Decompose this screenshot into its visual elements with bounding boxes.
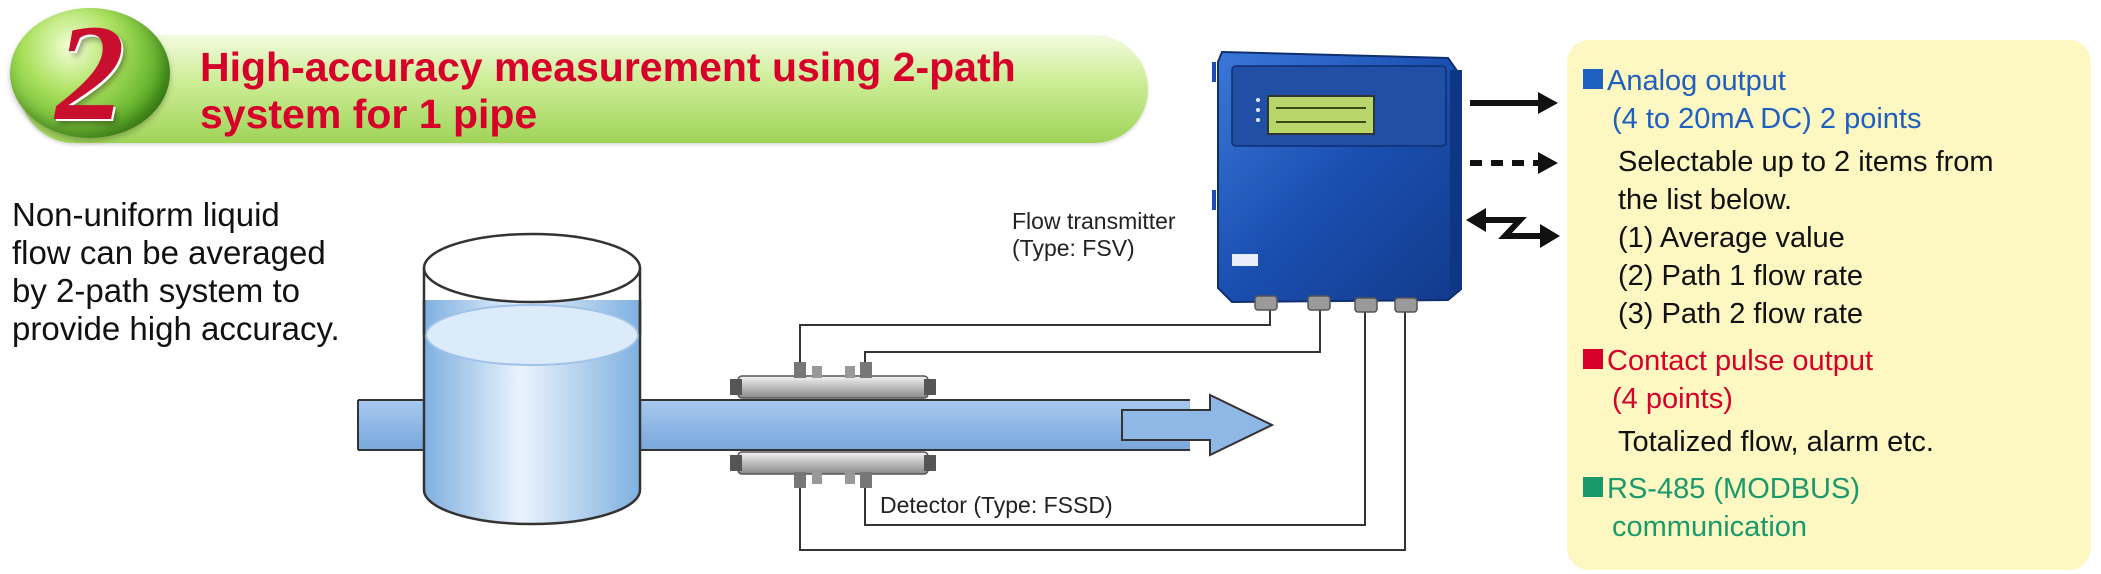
analog-output-detail: (2) Path 1 flow rate [1618, 260, 1863, 292]
pulse-output-detail: Totalized flow, alarm etc. [1618, 426, 1934, 458]
analog-output-detail: Selectable up to 2 items from [1618, 146, 1994, 178]
step-number: 2 [55, 0, 125, 149]
rs485-bidirectional-arrow [1480, 217, 1545, 239]
pulse-output-subheading: (4 points) [1612, 383, 1733, 415]
detector-label: Detector (Type: FSSD) [880, 492, 1113, 518]
title-line-1: High-accuracy measurement using 2-path [200, 44, 1016, 90]
description-line: Non-uniform liquid [12, 196, 280, 233]
analog-output-heading: Analog output [1583, 62, 1786, 100]
blue-square-icon [1583, 69, 1603, 89]
analog-output-detail: (1) Average value [1618, 222, 1845, 254]
description-line: provide high accuracy. [12, 310, 340, 347]
description-text: Non-uniform liquid flow can be averaged … [12, 196, 412, 348]
title-banner [20, 35, 1148, 143]
output-info-panel [1567, 40, 2091, 570]
analog-output-detail: the list below. [1618, 184, 1793, 216]
title-line-2: system for 1 pipe [200, 91, 538, 137]
pulse-output-heading: Contact pulse output [1583, 342, 1873, 380]
flow-transmitter [1212, 50, 1462, 313]
transmitter-label: Flow transmitter (Type: FSV) [1012, 208, 1176, 262]
green-square-icon [1583, 477, 1603, 497]
description-line: by 2-path system to [12, 272, 300, 309]
rs485-subheading: communication [1612, 511, 1808, 543]
rs485-heading: RS-485 (MODBUS) [1583, 470, 1860, 508]
description-line: flow can be averaged [12, 234, 326, 271]
red-square-icon [1583, 349, 1603, 369]
flow-direction-arrow [1121, 393, 1275, 457]
diagram-title: High-accuracy measurement using 2-path s… [200, 44, 1140, 138]
tank [422, 232, 642, 526]
detector-sensors [730, 362, 936, 488]
transmitter-label-line-1: Flow transmitter [1012, 208, 1176, 234]
transmitter-label-line-2: (Type: FSV) [1012, 235, 1135, 261]
step-number-badge [10, 8, 170, 138]
analog-output-subheading: (4 to 20mA DC) 2 points [1612, 103, 1922, 135]
output-arrows [1466, 92, 1560, 248]
analog-output-detail: (3) Path 2 flow rate [1618, 298, 1863, 330]
